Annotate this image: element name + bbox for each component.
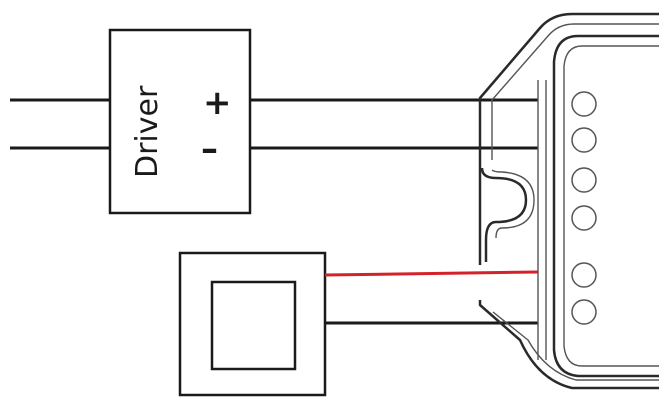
terminal-block — [571, 91, 597, 325]
switch-signal-wire — [324, 270, 539, 277]
terminal-1 — [571, 91, 597, 117]
driver-negative-label: – — [201, 129, 218, 169]
terminal-6 — [571, 299, 597, 325]
driver-box: Driver + – — [108, 28, 252, 215]
controller-housing — [478, 12, 659, 390]
terminal-5 — [571, 262, 597, 288]
push-switch-button — [210, 280, 297, 371]
push-switch — [178, 251, 327, 397]
terminal-2 — [571, 127, 597, 153]
terminal-3 — [571, 167, 597, 193]
terminal-4 — [571, 205, 597, 231]
driver-positive-label: + — [203, 83, 232, 123]
driver-label: Driver — [130, 85, 165, 178]
